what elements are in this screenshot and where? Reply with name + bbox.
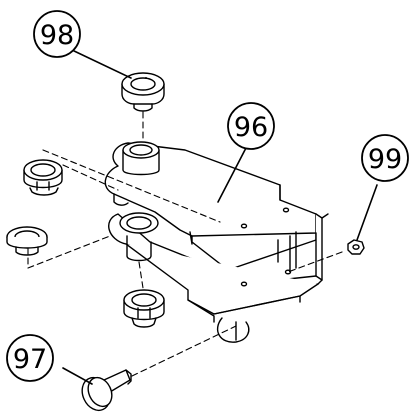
- callout-label-96: 96: [234, 112, 268, 143]
- bushing-left-upper: [23, 159, 63, 196]
- bushing-part-98: [121, 72, 165, 112]
- bracket-part-96: [104, 141, 329, 343]
- assembly-dashed-lines: [27, 111, 343, 377]
- callout-circle-97: [6, 334, 54, 382]
- callout-circle-98: [33, 10, 81, 58]
- bushing-bottom: [123, 289, 165, 328]
- callout-circle-99: [361, 134, 409, 182]
- knob-part-97: [81, 369, 132, 412]
- leader-lines: [62, 49, 378, 385]
- bushing-left-lower: [6, 226, 48, 256]
- callout-label-98: 98: [40, 20, 74, 51]
- callout-label-99: 99: [368, 144, 402, 175]
- callout-circle-96: [227, 102, 275, 150]
- callout-label-97: 97: [13, 344, 47, 375]
- nut-part-99: [347, 239, 365, 255]
